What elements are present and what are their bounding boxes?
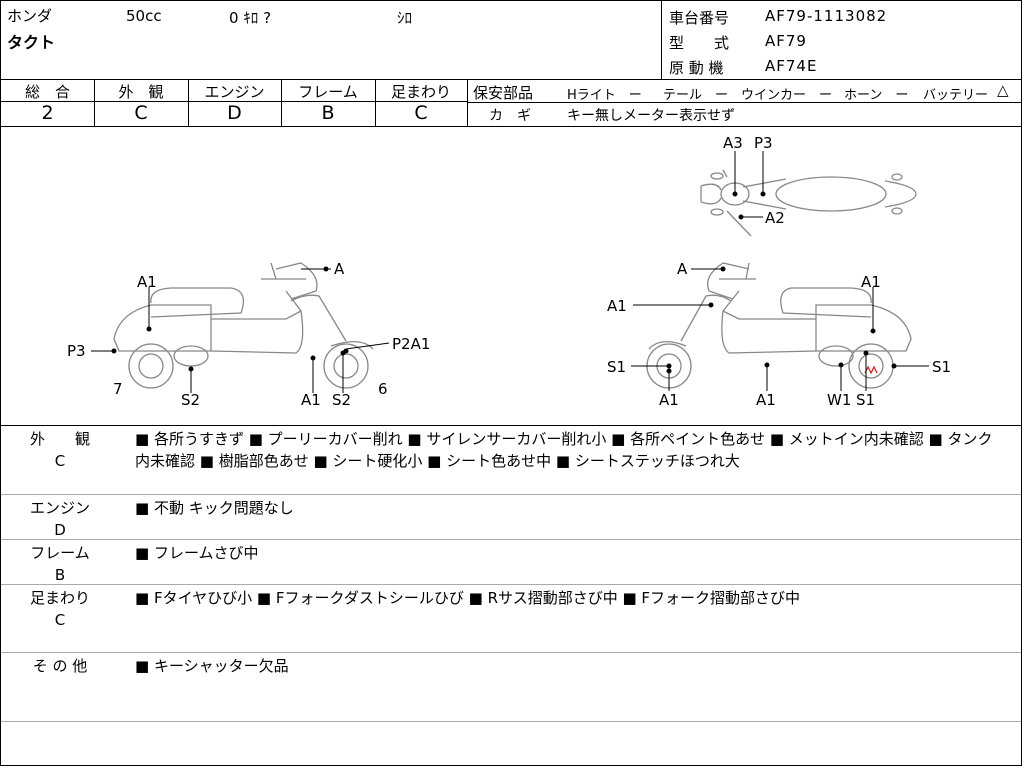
key-value: キー無しメーター表示せず (567, 108, 735, 124)
diagram-right-label: S1 (932, 358, 951, 376)
engine-value: AF74E (765, 57, 818, 75)
grade-engine-label: エンジン (204, 83, 265, 101)
diagram-right-label: S1 (856, 391, 875, 409)
scooter-diagrams: A3 P3 A2 A1 A P3 (67, 134, 951, 409)
diagram-right-label: A1 (756, 391, 776, 409)
grade-suspension-label: 足まわり (390, 83, 451, 101)
grade-overall-value: 2 (41, 102, 54, 124)
frame-no-label: 車台番号 (669, 9, 730, 27)
key-label: カ ギ (489, 108, 531, 124)
diagram-left-label: P3 (67, 342, 86, 360)
safety-item-headlight: Hライト ー (567, 88, 642, 103)
diagram-top-label: A3 (723, 134, 743, 152)
grade-exterior-value: C (134, 102, 148, 124)
displacement: 50cc (126, 7, 162, 25)
battery-triangle-icon: △ (997, 81, 1009, 99)
diagram-right-label: A1 (659, 391, 679, 409)
maker: ホンダ (7, 7, 53, 25)
condition-engine-label: エンジン (29, 499, 90, 517)
safety-item-battery: バッテリー (923, 88, 989, 103)
grade-overall-label: 総 合 (24, 83, 70, 101)
condition-exterior-label: 外 観 (29, 430, 90, 448)
diagram-left-label: 6 (378, 380, 388, 398)
condition-suspension-label: 足まわり (29, 589, 90, 607)
condition-frame-text: ■ フレームさび中 (135, 544, 259, 562)
condition-other-text: ■ キーシャッター欠品 (135, 657, 289, 675)
frame-no: AF79-1113082 (765, 7, 888, 25)
diagram-left-label: A1 (137, 273, 157, 291)
condition-engine-text: ■ 不動 キック問題なし (135, 499, 294, 517)
type-label: 型 式 (669, 34, 730, 52)
diagram-left-label: A1 (301, 391, 321, 409)
grade-engine-value: D (227, 102, 242, 124)
diagram-top-label: P3 (754, 134, 773, 152)
diagram-left-label: S2 (181, 391, 200, 409)
diagram-left-label: S2 (332, 391, 351, 409)
safety-label: 保安部品 (473, 84, 534, 102)
grade-suspension-value: C (414, 102, 428, 124)
diagram-right-label: S1 (607, 358, 626, 376)
scooter-left-view-icon (113, 262, 374, 389)
condition-frame-grade: B (54, 566, 66, 584)
color: ｼﾛ (397, 9, 413, 27)
diagram-right-label: W1 (827, 391, 851, 409)
diagram-right-label: A1 (607, 297, 627, 315)
diagram-left-label: 7 (113, 380, 123, 398)
diagram-left-label: P2A1 (392, 335, 430, 353)
condition-exterior-grade: C (54, 452, 66, 470)
condition-suspension-grade: C (54, 611, 66, 629)
condition-frame-label: フレーム (30, 544, 90, 562)
condition-suspension-text: ■ Fタイヤひび小 ■ Fフォークダストシールひび ■ Rサス摺動部さび中 ■ … (135, 589, 801, 607)
grade-frame-label: フレーム (298, 83, 358, 101)
diagram-right-label: A1 (861, 273, 881, 291)
mileage: 0 ｷﾛ ? (229, 9, 272, 27)
grade-exterior-label: 外 観 (118, 83, 164, 101)
grade-frame-value: B (321, 102, 335, 124)
condition-exterior-text: ■ 各所うすきず ■ プーリーカバー削れ ■ サイレンサーカバー削れ小 ■ 各所… (135, 430, 993, 470)
safety-item-horn: ホーン ー (844, 88, 909, 103)
diagram-right-label: A (677, 260, 688, 278)
diagram-top-label: A2 (765, 209, 785, 227)
condition-other-label: そ の 他 (32, 657, 88, 675)
type-value: AF79 (765, 32, 807, 50)
safety-item-winker: ウインカー ー (741, 88, 833, 103)
diagram-left-label: A (334, 260, 345, 278)
scooter-top-view-icon (700, 169, 917, 237)
engine-label: 原 動 機 (669, 59, 724, 77)
model-name: タクト (7, 33, 56, 52)
damage-mark-icon (864, 365, 878, 375)
safety-item-tail: テール ー (663, 88, 729, 103)
condition-engine-grade: D (54, 521, 66, 539)
